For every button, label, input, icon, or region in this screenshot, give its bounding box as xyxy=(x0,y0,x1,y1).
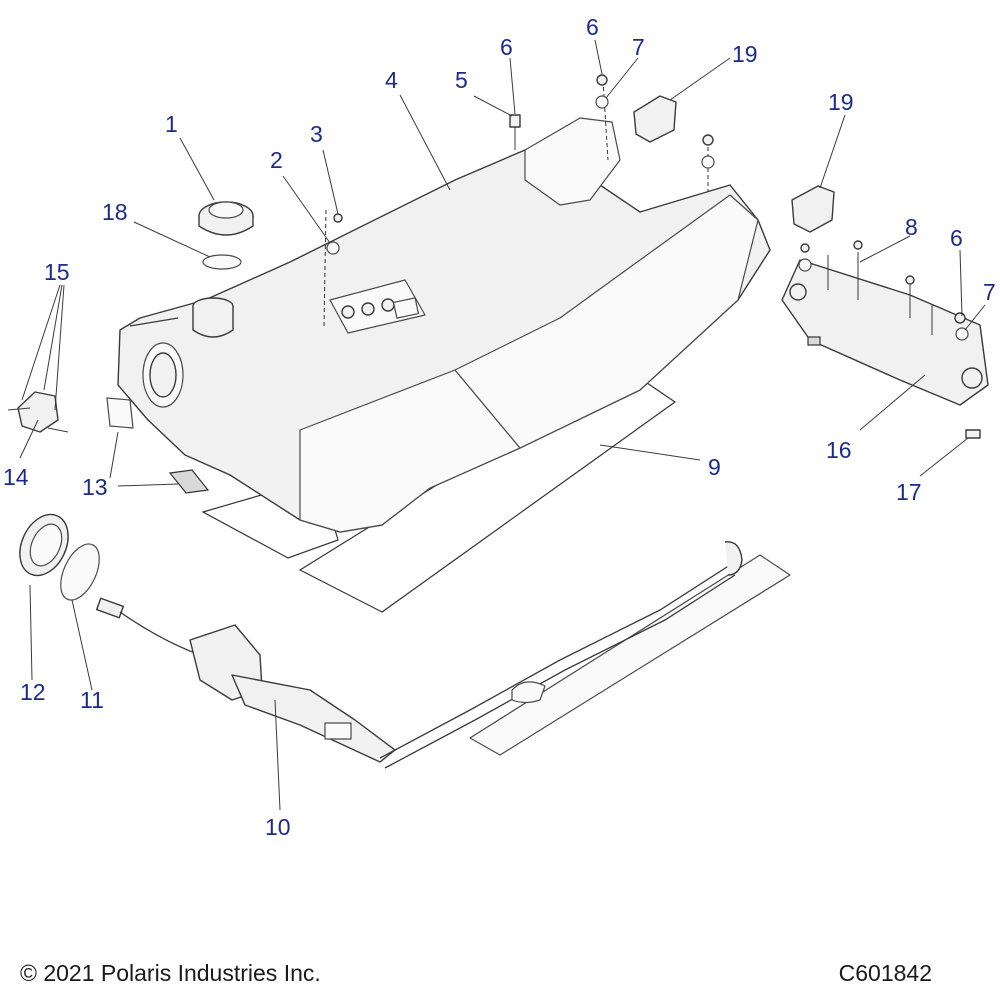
lock-ring xyxy=(19,513,69,577)
callout-5: 5 xyxy=(455,67,468,93)
rubber-bumper xyxy=(633,95,677,143)
rubber-bumper-right xyxy=(791,185,835,233)
callout-16: 16 xyxy=(826,437,852,463)
callout-9: 9 xyxy=(708,454,721,480)
callout-7: 7 xyxy=(983,279,996,305)
drawing-code: C601842 xyxy=(838,960,932,986)
callout-18: 18 xyxy=(102,199,128,225)
mounting-bracket xyxy=(781,240,989,406)
callout-7: 7 xyxy=(632,34,645,60)
callout-3: 3 xyxy=(310,121,323,147)
callout-13: 13 xyxy=(82,474,108,500)
callout-11: 11 xyxy=(80,687,104,713)
callout-1: 1 xyxy=(165,111,178,137)
copyright-text: © 2021 Polaris Industries Inc. xyxy=(20,960,321,986)
callout-14: 14 xyxy=(3,464,29,490)
callout-2: 2 xyxy=(270,147,283,173)
pump-seal xyxy=(60,543,100,601)
callout-19: 19 xyxy=(828,89,854,115)
rivet-fastener xyxy=(965,429,981,439)
fuel-pump-assembly xyxy=(95,541,791,769)
callout-4: 4 xyxy=(385,67,398,93)
hose-clip xyxy=(7,391,69,433)
fuel-tank xyxy=(117,117,771,533)
callout-6: 6 xyxy=(586,14,599,40)
cap-gasket xyxy=(202,254,242,270)
warning-label xyxy=(106,397,134,429)
callout-17: 17 xyxy=(896,479,922,505)
callout-8: 8 xyxy=(905,214,918,240)
callout-6: 6 xyxy=(500,34,513,60)
fuel-cap xyxy=(198,201,254,236)
callout-19: 19 xyxy=(732,41,758,67)
callout-leaders xyxy=(19,39,986,811)
callout-numbers: 1 2 3 4 5 6 6 7 19 19 18 8 6 7 15 14 13 … xyxy=(3,14,996,840)
decal xyxy=(168,469,210,494)
callout-15: 15 xyxy=(44,259,70,285)
bolt-hardware xyxy=(323,74,715,327)
callout-6: 6 xyxy=(950,225,963,251)
callout-10: 10 xyxy=(265,814,291,840)
callout-12: 12 xyxy=(20,679,46,705)
